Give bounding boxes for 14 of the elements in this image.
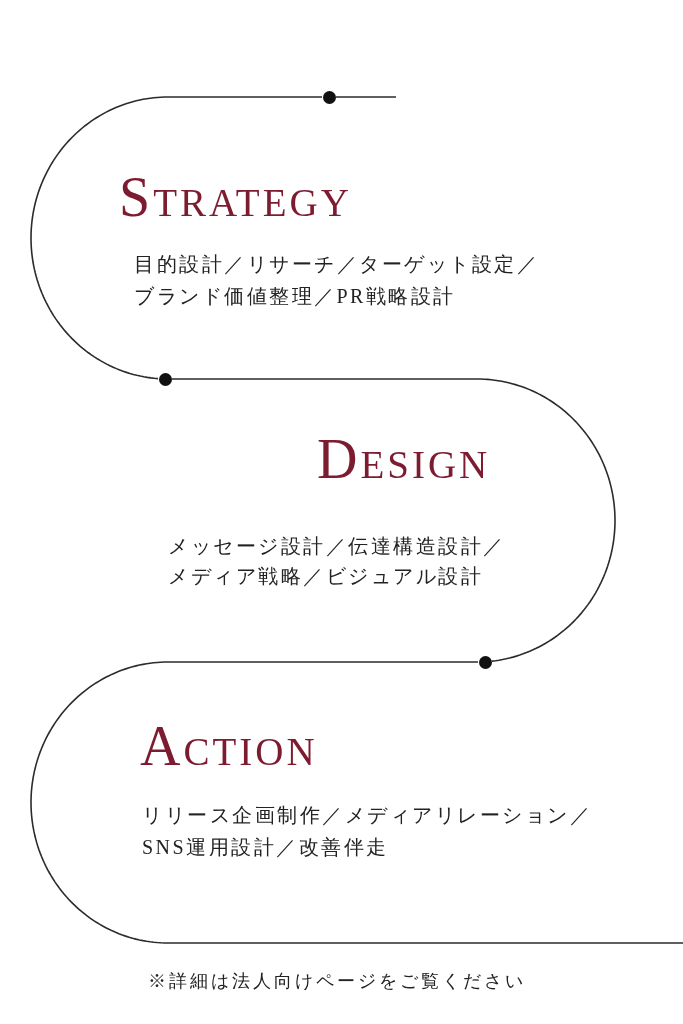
connector-line [335,96,397,98]
timeline-dot [158,372,172,386]
timeline-dot [478,655,492,669]
section-description: リリース企画制作／メディアリレーション／SNS運用設計／改善伴走 [142,803,593,860]
timeline-dot [322,90,336,104]
section-description: メッセージ設計／伝達構造設計／メディア戦略／ビジュアル設計 [168,534,507,589]
connector-line [30,96,323,380]
section-description: 目的設計／リサーチ／ターゲット設定／ブランド価値整理／PR戦略設計 [134,252,540,309]
section-heading: Action [140,718,318,774]
connector-line [171,378,616,662]
footnote-note: ※詳細は法人向けページをご覧ください [148,970,526,993]
section-heading: Design [317,431,491,487]
connector-line [30,661,683,944]
section-heading: Strategy [119,169,352,225]
